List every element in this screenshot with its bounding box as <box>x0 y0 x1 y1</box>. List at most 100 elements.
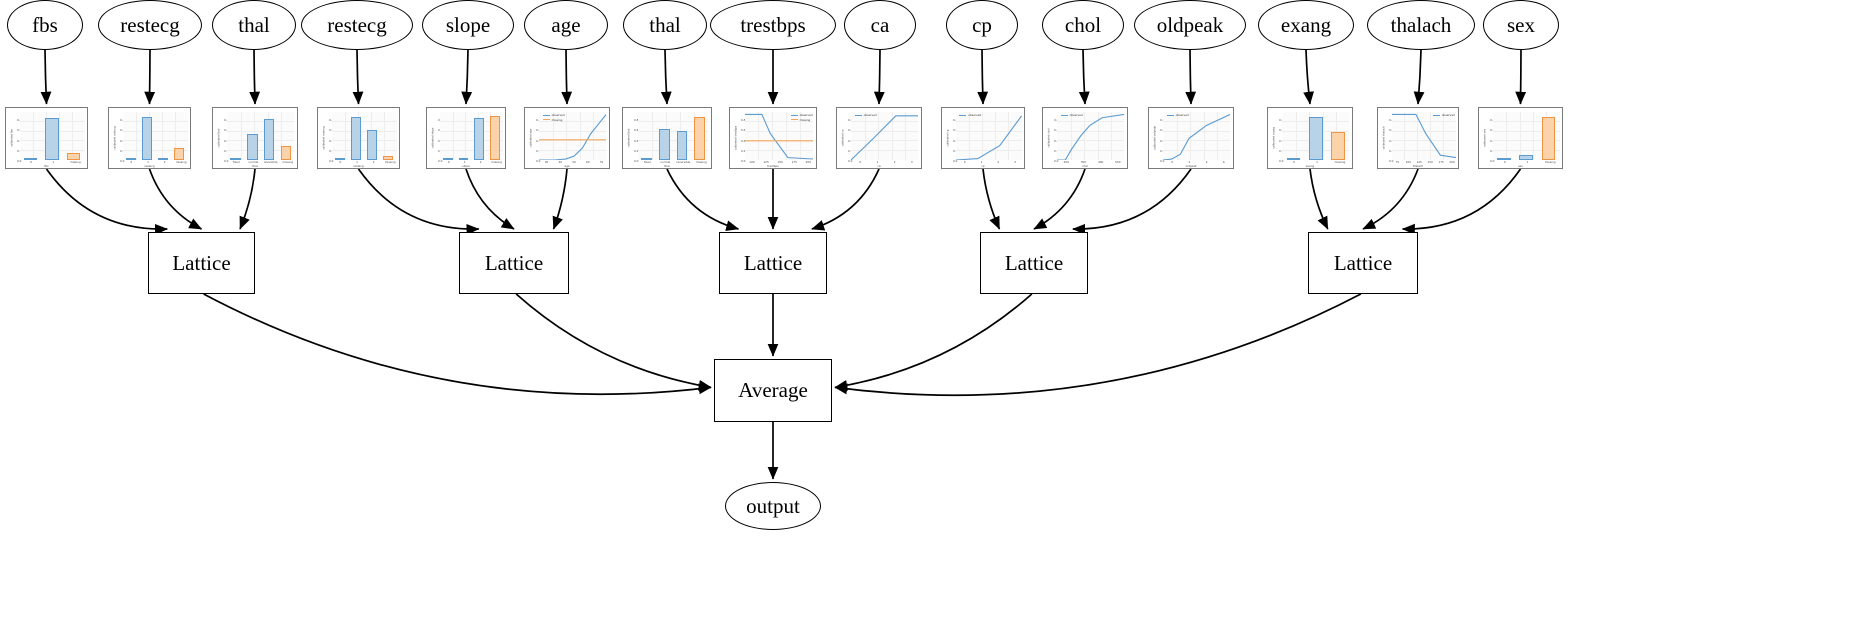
x-tick: missing <box>491 160 502 164</box>
y-tick: 0.6 <box>634 128 639 133</box>
x-tick: fixed <box>643 160 651 164</box>
calibrator-panel-fbs-0: calibrated fbs0.00.20.40.60.801missingfb… <box>5 107 88 169</box>
legend-label: observed <box>968 113 982 118</box>
bar-missing <box>67 153 81 160</box>
bar-missing <box>383 155 394 160</box>
edge-feature-to-calibrator-5 <box>561 49 573 105</box>
x-tick: 2 <box>1188 160 1191 164</box>
feature-node-cp[interactable]: cp <box>946 0 1018 50</box>
x-axis-label: slope <box>462 164 470 168</box>
lattice-box-2[interactable]: Lattice <box>719 232 827 294</box>
y-axis-label: calibrated trestbps <box>734 125 737 151</box>
feature-node-slope[interactable]: slope <box>422 0 514 50</box>
y-tick: 0.8 <box>536 117 541 122</box>
x-tick: 1 <box>52 160 55 164</box>
y-tick: 0.4 <box>634 138 639 143</box>
feature-node-chol[interactable]: chol <box>1042 0 1124 50</box>
feature-node-restecg[interactable]: restecg <box>301 0 413 50</box>
lattice-box-4[interactable]: Lattice <box>1308 232 1418 294</box>
y-tick: 0.4 <box>1389 139 1393 143</box>
x-tick: 0 <box>30 160 33 164</box>
feature-node-fbs[interactable]: fbs <box>7 0 83 50</box>
x-axis-label: ca <box>877 164 881 168</box>
x-tick: 0 <box>130 160 133 164</box>
edge-feature-to-calibrator-6 <box>660 49 672 105</box>
legend-label: observed <box>1175 113 1189 118</box>
edge-feature-to-calibrator-12 <box>1303 49 1315 105</box>
bar-0 <box>334 157 345 160</box>
bar-normal <box>247 134 258 160</box>
y-tick: 0.0 <box>1054 159 1059 164</box>
edge-calibrator-to-lattice-8 <box>811 168 880 231</box>
y-tick: 0.0 <box>848 159 853 164</box>
y-tick: 0.0 <box>329 159 334 164</box>
x-tick: 150 <box>1427 160 1433 164</box>
x-tick: normal <box>248 160 259 164</box>
y-tick: 0.8 <box>1054 117 1059 122</box>
x-tick: 70 <box>599 160 604 164</box>
y-tick: 0.6 <box>120 128 124 132</box>
x-tick: reversible <box>263 160 278 164</box>
y-tick: 0.8 <box>329 118 333 122</box>
feature-node-restecg[interactable]: restecg <box>98 0 202 50</box>
bar-missing <box>174 148 185 160</box>
legend-swatch <box>790 119 798 121</box>
x-tick: 6 <box>1222 160 1225 164</box>
y-axis-label: calibrated thal <box>217 128 220 148</box>
y-tick: 0.8 <box>120 118 124 122</box>
feature-node-ca[interactable]: ca <box>844 0 916 50</box>
x-tick: 0 <box>447 160 450 164</box>
y-tick: 0.6 <box>1490 128 1494 132</box>
x-axis-label: sex <box>1518 164 1523 168</box>
feature-node-exang[interactable]: exang <box>1258 0 1354 50</box>
feature-node-oldpeak[interactable]: oldpeak <box>1134 0 1246 50</box>
feature-node-thalach[interactable]: thalach <box>1367 0 1475 50</box>
feature-node-thal[interactable]: thal <box>623 0 707 50</box>
edge-calibrator-to-lattice-10 <box>1033 168 1086 230</box>
x-tick: 2 <box>997 160 1000 164</box>
y-tick: 0.0 <box>1160 159 1165 164</box>
chart-legend: observed <box>1060 113 1083 117</box>
y-tick: 0.2 <box>329 149 333 153</box>
y-axis-label: calibrated thalach <box>1382 126 1385 150</box>
edge-calibrator-to-lattice-13 <box>1362 168 1419 230</box>
lattice-box-3[interactable]: Lattice <box>980 232 1088 294</box>
y-tick: 0.6 <box>953 128 957 132</box>
y-tick: 0.4 <box>17 139 21 143</box>
average-box[interactable]: Average <box>714 359 832 422</box>
x-tick: normal <box>660 160 671 164</box>
feature-node-trestbps[interactable]: trestbps <box>710 0 836 50</box>
x-axis-label: thal <box>664 164 670 168</box>
y-tick: 0.4 <box>1279 138 1284 143</box>
feature-node-thal[interactable]: thal <box>212 0 296 50</box>
lattice-box-1[interactable]: Lattice <box>459 232 569 294</box>
y-tick: 0.4 <box>741 138 746 143</box>
x-tick: 125 <box>1416 160 1422 164</box>
edge-feature-to-calibrator-3 <box>352 49 364 105</box>
x-tick: 200 <box>805 160 811 164</box>
y-tick: 0.0 <box>1490 159 1495 164</box>
edge-calibrator-to-lattice-11 <box>1072 168 1192 235</box>
edge-calibrator-to-lattice-6 <box>666 168 740 232</box>
plot-area <box>851 111 919 160</box>
x-tick: 0 <box>1171 160 1174 164</box>
y-axis-label: calibrated fbs <box>10 129 13 147</box>
edge-lattice-to-average-3 <box>834 293 1033 391</box>
plot-area <box>955 111 1022 160</box>
y-tick: 0.8 <box>438 118 442 122</box>
output-node[interactable]: output <box>725 482 821 530</box>
legend-label: observed <box>863 113 877 118</box>
lattice-box-0[interactable]: Lattice <box>148 232 255 294</box>
bar-0 <box>1497 157 1512 160</box>
feature-node-sex[interactable]: sex <box>1483 0 1559 50</box>
legend-swatch <box>1060 114 1068 117</box>
y-tick: 0.4 <box>224 138 229 143</box>
y-tick: 0.2 <box>536 148 541 153</box>
chart-legend: observed <box>959 113 981 117</box>
calibrator-panel-sex-14: calibrated sex0.00.20.40.60.801missingse… <box>1478 107 1563 169</box>
x-tick: 2 <box>893 160 896 164</box>
y-tick: 0.6 <box>741 128 746 133</box>
feature-node-age[interactable]: age <box>524 0 608 50</box>
